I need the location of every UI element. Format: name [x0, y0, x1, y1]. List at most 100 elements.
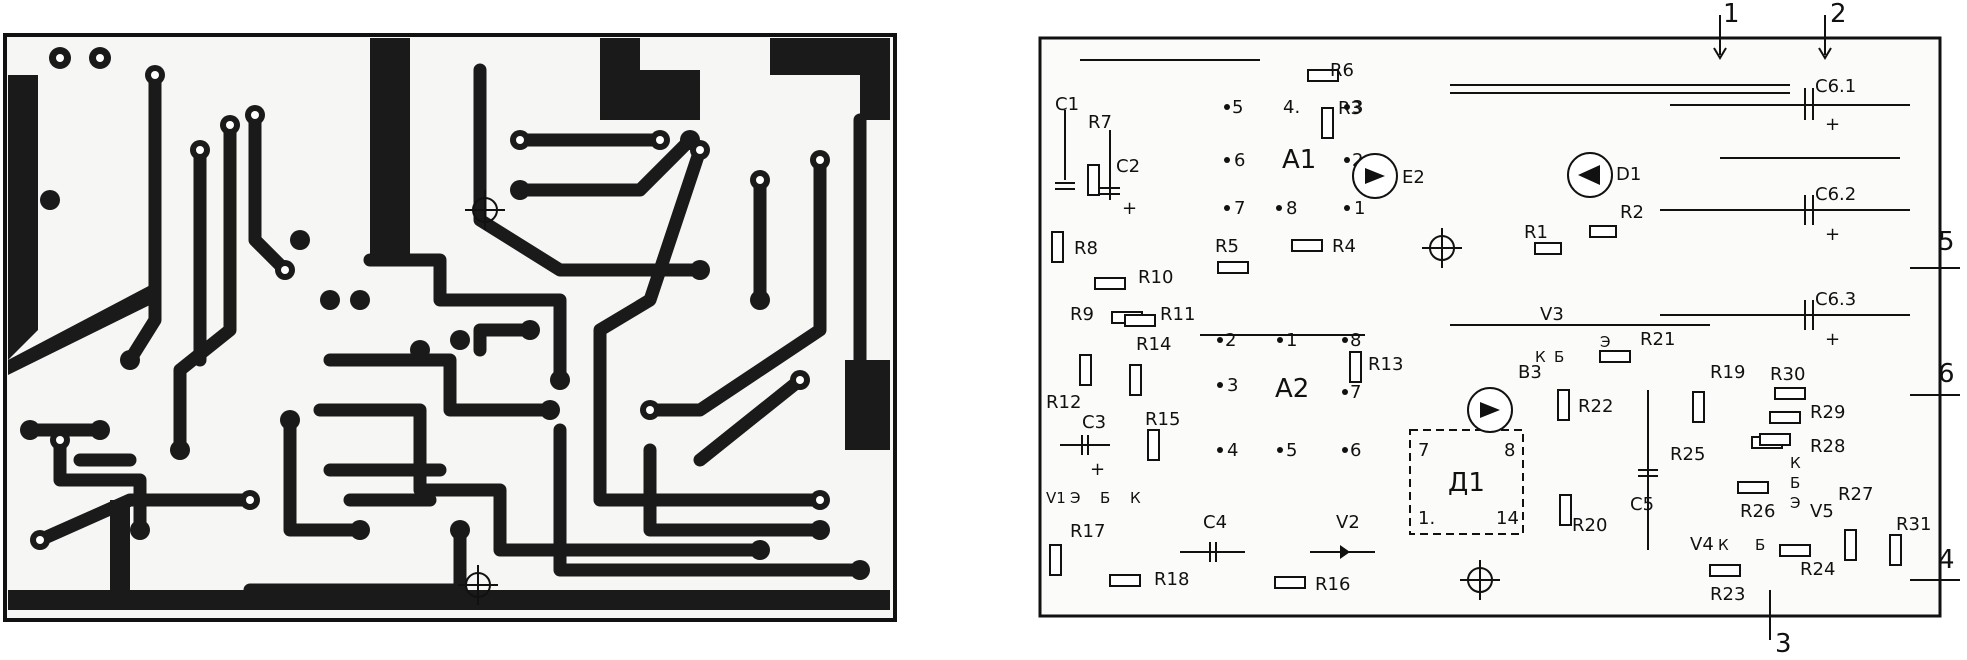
svg-text:C6.2: C6.2	[1815, 184, 1856, 205]
svg-text:6: 6	[1234, 150, 1245, 171]
svg-text:Б: Б	[1755, 536, 1765, 554]
svg-text:R2: R2	[1620, 202, 1644, 223]
resistor-r10: R10	[1094, 267, 1173, 290]
svg-text:1: 1	[1723, 0, 1740, 29]
ic-a2: 2 1 8 3 A2 7 4 5 6	[1217, 330, 1361, 461]
svg-text:К: К	[1130, 489, 1141, 507]
svg-text:1: 1	[1286, 330, 1297, 351]
svg-text:R25: R25	[1670, 444, 1705, 465]
resistor-r15: R15	[1145, 409, 1180, 461]
mounting-hole-bottom	[458, 565, 498, 605]
transistor-v5: V5 К Б Э	[1790, 454, 1834, 522]
ground-plane-bottom	[8, 500, 890, 610]
svg-text:5: 5	[1938, 227, 1955, 257]
svg-text:2: 2	[1225, 330, 1236, 351]
copper-traces	[23, 63, 867, 597]
svg-text:6: 6	[1938, 359, 1955, 389]
ic-a1: 5 4. 3 6 A1 2 7 8 1	[1224, 97, 1365, 219]
svg-text:A1: A1	[1282, 145, 1316, 175]
assembly-mounting-hole-top	[1422, 228, 1462, 268]
svg-text:C4: C4	[1203, 512, 1227, 533]
capacitor-c6-2: C6.2 +	[1804, 184, 1856, 245]
svg-text:5: 5	[1286, 440, 1297, 461]
svg-text:R16: R16	[1315, 574, 1350, 595]
svg-text:R14: R14	[1136, 334, 1171, 355]
svg-text:8: 8	[1504, 440, 1515, 461]
svg-text:7: 7	[1350, 382, 1361, 403]
svg-text:5: 5	[1232, 97, 1243, 118]
svg-text:R17: R17	[1070, 521, 1105, 542]
svg-text:R4: R4	[1332, 236, 1356, 257]
svg-text:C2: C2	[1116, 156, 1140, 177]
pcb-trace-view	[0, 30, 905, 630]
svg-text:4.: 4.	[1283, 97, 1300, 118]
svg-text:4: 4	[1938, 545, 1955, 575]
svg-text:К: К	[1790, 454, 1801, 472]
svg-text:К: К	[1718, 536, 1729, 554]
svg-text:C5: C5	[1630, 494, 1654, 515]
resistor-r14: R14	[1129, 334, 1171, 396]
svg-text:R8: R8	[1074, 238, 1098, 259]
svg-text:3: 3	[1352, 97, 1363, 118]
svg-text:Д1: Д1	[1448, 468, 1485, 498]
svg-text:R19: R19	[1710, 362, 1745, 383]
resistor-r31: R31	[1889, 514, 1931, 566]
resistor-r23: R23	[1709, 564, 1745, 605]
resistor-r18: R18	[1109, 569, 1189, 590]
resistor-r5: R5	[1215, 236, 1249, 274]
connector-3: 3	[1769, 590, 1792, 659]
assembly-board-outline	[1038, 36, 1942, 618]
led-e2: E2	[1352, 153, 1425, 199]
svg-text:Э: Э	[1600, 333, 1610, 351]
svg-text:Б: Б	[1554, 348, 1564, 366]
pad-holes	[36, 54, 824, 544]
svg-text:+: +	[1090, 459, 1105, 480]
svg-text:8: 8	[1286, 198, 1297, 219]
svg-text:7: 7	[1418, 440, 1429, 461]
svg-text:R29: R29	[1810, 402, 1845, 423]
assembly-svg: 1 2 5 6 4 3 C6.1 + C6.2 +	[1038, 0, 1960, 659]
resistor-r27: R27	[1838, 484, 1873, 561]
resistor-r19: R19	[1692, 362, 1745, 423]
pcb-trace-svg	[3, 33, 897, 622]
copper-block-right	[845, 360, 890, 450]
assembly-view: 1 2 5 6 4 3 C6.1 + C6.2 +	[1030, 0, 1967, 659]
svg-text:+: +	[1122, 198, 1137, 219]
svg-text:R12: R12	[1046, 392, 1081, 413]
capacitor-c4: C4	[1180, 512, 1245, 562]
svg-text:R10: R10	[1138, 267, 1173, 288]
transistor-v4: V4 К Б	[1690, 534, 1765, 555]
svg-text:C6.3: C6.3	[1815, 289, 1856, 310]
svg-text:R24: R24	[1800, 559, 1835, 580]
resistor-r13: R13	[1349, 351, 1403, 383]
svg-text:C3: C3	[1082, 412, 1106, 433]
svg-text:C1: C1	[1055, 94, 1079, 115]
svg-text:R15: R15	[1145, 409, 1180, 430]
copper-vertical-bar	[370, 38, 410, 260]
transistor-v2: V2	[1310, 512, 1375, 559]
resistor-r16: R16	[1274, 574, 1350, 595]
svg-text:Э: Э	[1790, 494, 1800, 512]
led-d1: D1	[1567, 152, 1641, 198]
svg-text:R31: R31	[1896, 514, 1931, 535]
svg-text:2: 2	[1830, 0, 1847, 29]
bus-lines	[1080, 59, 1910, 336]
resistor-r21: R21	[1599, 329, 1675, 363]
svg-text:V1: V1	[1046, 489, 1066, 507]
svg-text:8: 8	[1350, 330, 1361, 351]
capacitor-c6-3: C6.3 +	[1804, 289, 1856, 350]
svg-text:R5: R5	[1215, 236, 1239, 257]
connector-5: 5	[1910, 227, 1960, 269]
svg-text:6: 6	[1350, 440, 1361, 461]
transistor-v1: V1 Э Б К	[1046, 489, 1141, 507]
resistor-r8: R8	[1051, 231, 1098, 263]
resistor-r2: R2	[1589, 202, 1644, 238]
svg-text:R3: R3	[1338, 98, 1362, 119]
svg-text:R22: R22	[1578, 396, 1613, 417]
svg-text:R6: R6	[1330, 60, 1354, 81]
svg-text:R13: R13	[1368, 354, 1403, 375]
svg-text:E2: E2	[1402, 167, 1425, 188]
resistor-r7: R7	[1087, 112, 1112, 196]
resistor-r4: R4	[1291, 236, 1356, 257]
resistor-r26: R26	[1737, 481, 1775, 522]
